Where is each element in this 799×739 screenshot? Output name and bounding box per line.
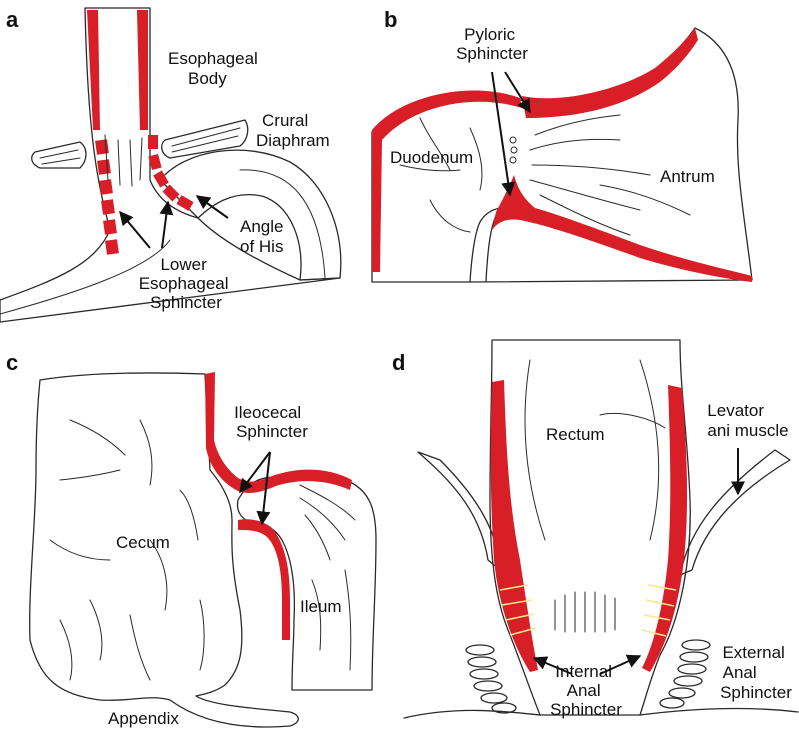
les-segment bbox=[99, 179, 113, 195]
panel-c-letter: c bbox=[6, 350, 18, 375]
duodenum-label: Duodenum bbox=[390, 148, 473, 167]
ileum-label: Ileum bbox=[300, 597, 342, 616]
angle-of-his-label: of His bbox=[240, 237, 283, 256]
les-segment bbox=[148, 135, 158, 149]
external-anal-sphincter-left bbox=[466, 645, 516, 713]
ileum-fold bbox=[300, 485, 355, 670]
panel-a: a Esophageal Body Crural Diaphram Angle … bbox=[0, 7, 341, 322]
ileocecal-sphincter-label: Ileocecal bbox=[234, 403, 301, 422]
les-segment bbox=[163, 185, 180, 202]
levator-ani-right bbox=[680, 450, 790, 575]
ileocecal-muscle-lower bbox=[238, 519, 290, 640]
anal-column bbox=[555, 592, 615, 632]
esophageal-body-label: Esophageal bbox=[168, 49, 258, 68]
esophageal-body-label: Body bbox=[188, 69, 227, 88]
svg-text:Esophageal Body: Esophageal Body bbox=[168, 49, 263, 88]
svg-text:Ileocecal Sphincter: Ileocecal Sphincter bbox=[234, 403, 308, 441]
internal-anal-sphincter-label: Internal bbox=[555, 662, 612, 681]
antrum-label: Antrum bbox=[660, 167, 715, 186]
les-segment bbox=[95, 139, 109, 155]
crural-diaphram-left bbox=[32, 142, 86, 168]
svg-text:Levator ani muscle: Levator ani muscle bbox=[707, 401, 788, 440]
svg-text:Lower Esophageal S: Lower Esophageal Sphincter bbox=[139, 255, 234, 312]
internal-anal-sphincter-label: Anal bbox=[567, 681, 601, 700]
pyloric-fold bbox=[510, 157, 516, 163]
lower-esophageal-sphincter-label: Sphincter bbox=[150, 293, 222, 312]
lower-esophageal-sphincter-label: Lower bbox=[160, 255, 207, 274]
panel-b: b Pyloric Sphincter Duodenum Antrum bbox=[372, 7, 752, 282]
crural-diaphram-label: Crural bbox=[262, 111, 308, 130]
crural-diaphram-label: Diaphram bbox=[256, 131, 330, 150]
pyloric-fold bbox=[511, 147, 517, 153]
pyloric-lower-muscle bbox=[492, 175, 752, 282]
panel-d: d Rectum Levator ani muscle Internal Ana… bbox=[392, 340, 798, 719]
external-anal-sphincter-label: Sphincter bbox=[720, 683, 792, 702]
svg-text:Crural Diaphram: Crural Diaphram bbox=[256, 111, 330, 150]
levator-ani-left bbox=[418, 452, 500, 570]
external-anal-sphincter-right bbox=[660, 640, 710, 708]
svg-text:Internal Anal Sphi: Internal Anal Sphincter bbox=[550, 662, 622, 719]
external-anal-sphincter-label: External bbox=[722, 643, 784, 662]
internal-anal-sphincter-label: Sphincter bbox=[550, 700, 622, 719]
esophagus-fold bbox=[105, 135, 142, 186]
arrow-les-left bbox=[120, 212, 150, 248]
cecum-label: Cecum bbox=[116, 533, 170, 552]
arrow-les-right bbox=[162, 202, 168, 248]
panel-b-letter: b bbox=[384, 7, 397, 32]
duodenum-fold bbox=[400, 118, 482, 232]
les-segment bbox=[97, 159, 111, 175]
lower-esophageal-sphincter-label: Esophageal bbox=[139, 274, 229, 293]
external-anal-sphincter-label: Anal bbox=[723, 663, 757, 682]
esophagus-muscle-left bbox=[87, 10, 100, 130]
rectum-label: Rectum bbox=[546, 425, 605, 444]
les-segment bbox=[103, 219, 117, 235]
svg-text:Angle of His: Angle of His bbox=[240, 217, 288, 256]
les-segment bbox=[105, 239, 119, 255]
panel-c: c Ileocecal Sphincter Cecum Ileum Append… bbox=[6, 350, 376, 728]
les-segment bbox=[176, 195, 193, 211]
les-segment bbox=[101, 199, 115, 215]
antrum-upper-muscle bbox=[522, 28, 698, 118]
crural-diaphram-fibers-left bbox=[40, 150, 80, 164]
rectum-body bbox=[490, 340, 690, 715]
ileocecal-sphincter-label: Sphincter bbox=[236, 422, 308, 441]
pyloric-fold bbox=[510, 137, 516, 143]
levator-ani-muscle-label: ani muscle bbox=[707, 421, 788, 440]
crural-diaphram-right bbox=[162, 120, 248, 158]
arrow-pyloric-lower bbox=[492, 72, 510, 195]
pyloric-sphincter-label: Pyloric bbox=[464, 25, 516, 44]
svg-text:Pyloric Sphincter: Pyloric Sphincter bbox=[456, 25, 528, 63]
appendix-label: Appendix bbox=[108, 709, 179, 728]
esophagus-muscle-right bbox=[137, 10, 148, 130]
internal-anal-sphincter-left bbox=[491, 380, 538, 672]
levator-ani-muscle-label: Levator bbox=[707, 401, 764, 420]
panel-d-letter: d bbox=[392, 350, 405, 375]
rectum-fold bbox=[525, 360, 665, 540]
ileum-body bbox=[238, 472, 377, 690]
angle-of-his-label: Angle bbox=[240, 217, 283, 236]
pyloric-sphincter-label: Sphincter bbox=[456, 44, 528, 63]
svg-text:External Anal Sphi: External Anal Sphincter bbox=[720, 643, 792, 702]
panel-a-letter: a bbox=[6, 7, 19, 32]
